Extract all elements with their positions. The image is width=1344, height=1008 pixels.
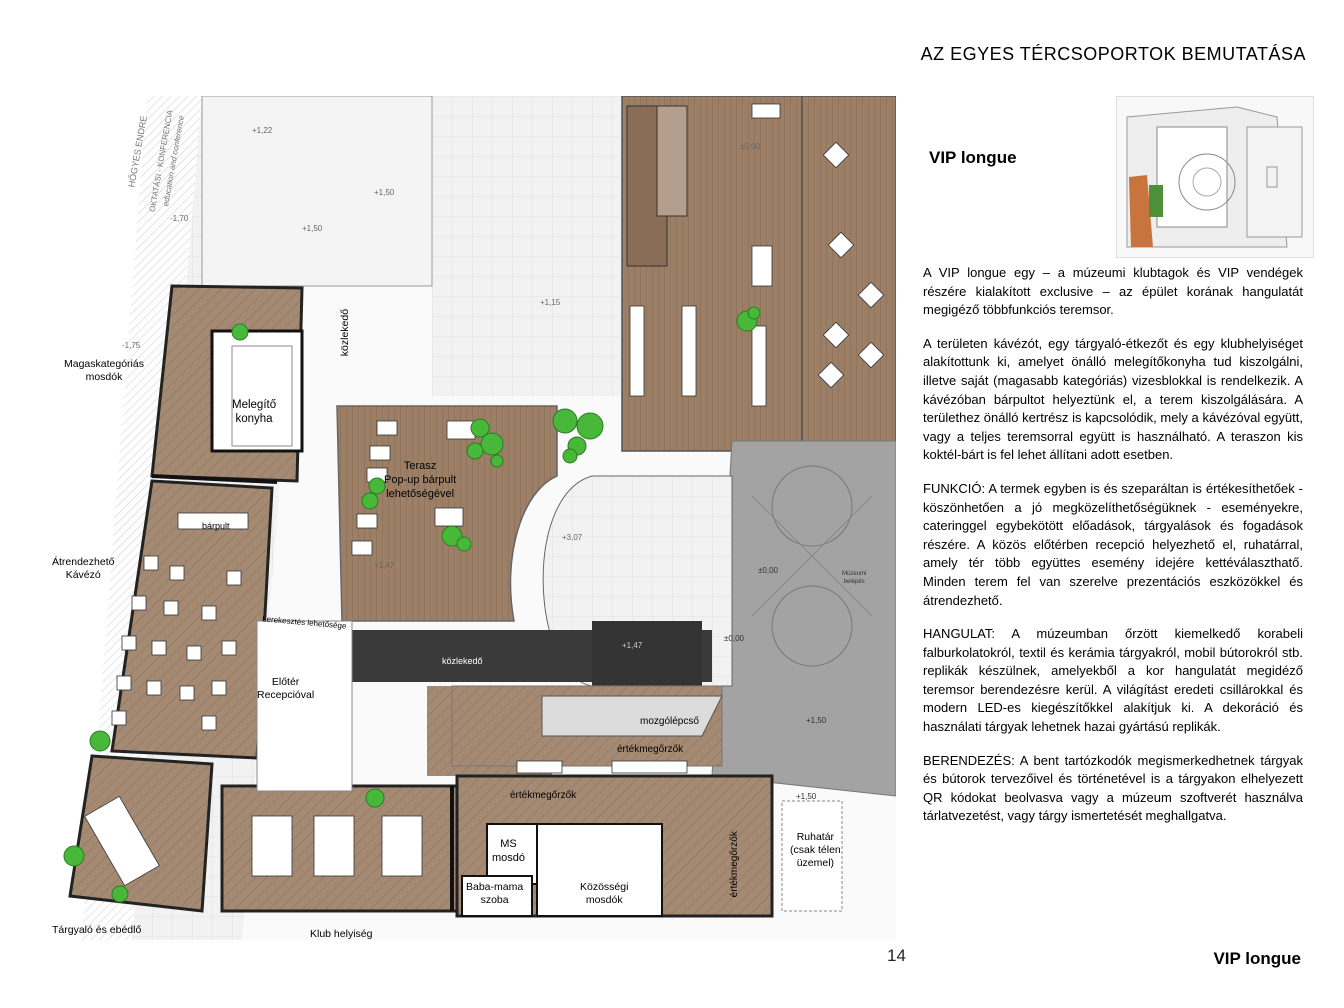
paragraph-funkcio: FUNKCIÓ: A termek egyben is és szeparált… (923, 480, 1303, 608)
label-ertekmegorzok-3: értékmegőrzők (728, 831, 740, 898)
footer-title: VIP longue (1213, 949, 1301, 968)
level-mark: ±0,00 (740, 142, 760, 151)
label-kozlekedo-horizontal: közlekedő (442, 656, 483, 666)
level-mark: +1,50 (796, 792, 817, 801)
level-mark: +1,50 (302, 224, 323, 233)
floor-plan-drawing (52, 96, 896, 940)
level-mark: ±0,00 (758, 566, 778, 575)
paragraph-intro: A VIP longue egy – a múzeumi klubtagok é… (923, 265, 1303, 318)
level-mark: +3,07 (562, 533, 583, 542)
site-plan-thumbnail-drawing (1117, 97, 1313, 257)
page-header-title: AZ EGYES TÉRCSOPORTOK BEMUTATÁSA (920, 44, 1306, 64)
label-ertekmegorzok-2: értékmegőrzők (510, 790, 577, 801)
level-mark: +1,50 (806, 716, 827, 725)
page-number: 14 (887, 946, 906, 965)
level-mark: -1,75 (122, 341, 141, 350)
label-ertekmegorzok-1: értékmegőrzők (617, 744, 684, 755)
label-mozgolepcso: mozgólépcső (640, 716, 699, 727)
label-barpult: bárpult (202, 521, 230, 531)
level-mark: +1,15 (540, 298, 561, 307)
site-plan-thumbnail-icon (1116, 96, 1314, 258)
level-mark: -1,70 (170, 214, 189, 223)
paragraph-hangulat: HANGULAT: A múzeumban őrzött kiemelkedő … (923, 626, 1303, 735)
paragraph-berendezes: BERENDEZÉS: A bent tartózkodók megismerk… (923, 752, 1303, 824)
level-mark: +1,22 (252, 126, 273, 135)
level-mark: ±0,00 (724, 634, 744, 643)
level-mark: +1,47 (622, 641, 643, 650)
label-targyalo: Tárgyaló és ebédlő (52, 924, 142, 936)
description-text: A VIP longue egy – a múzeumi klubtagok é… (923, 264, 1303, 841)
section-title: VIP longue (929, 148, 1017, 167)
label-kozlekedo-vertical: közlekedő (339, 308, 352, 357)
paragraph-area: A területen kávézót, egy tárgyaló-étkező… (923, 335, 1303, 463)
level-mark: +1,50 (374, 188, 395, 197)
level-mark: +1,47 (374, 561, 395, 570)
label-klub: Klub helyiség (310, 928, 373, 940)
